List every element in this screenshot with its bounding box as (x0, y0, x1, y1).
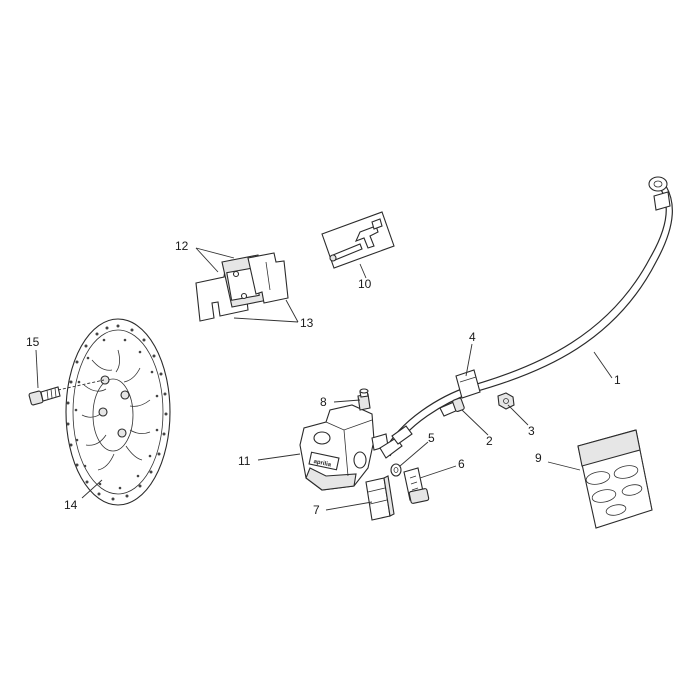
hose-guide-screw (439, 397, 465, 417)
disc-bolt (28, 379, 105, 406)
callout-4: 4 (469, 330, 476, 344)
bleed-valve (357, 388, 371, 411)
pad-kit-bag (577, 429, 653, 529)
callout-6: 6 (458, 457, 465, 471)
callout-5: 5 (428, 431, 435, 445)
hose-guide-clip (455, 369, 481, 399)
callout-15: 15 (26, 335, 40, 349)
callout-11: 11 (238, 454, 251, 468)
callout-3: 3 (528, 424, 535, 438)
brake-disc (65, 318, 171, 506)
banjo-bolt (403, 467, 430, 504)
pad-spring (365, 475, 395, 521)
callout-9: 9 (535, 451, 542, 465)
brake-pads (195, 252, 289, 322)
callout-8: 8 (320, 395, 327, 409)
callout-labels: 1 2 3 4 5 6 7 8 9 10 11 12 13 14 15 (26, 239, 621, 517)
callout-12: 12 (175, 239, 189, 253)
caliper-brand-text: aprilia (313, 459, 332, 469)
callout-7: 7 (313, 503, 320, 517)
hex-nut (497, 392, 515, 410)
callout-10: 10 (358, 277, 372, 291)
brake-hose (379, 176, 673, 459)
callout-1: 1 (614, 373, 621, 387)
leader-lines (35, 247, 613, 511)
callout-2: 2 (486, 434, 493, 448)
callout-14: 14 (64, 498, 78, 512)
copper-washer (390, 463, 402, 477)
pad-pin-kit (321, 211, 395, 269)
callout-13: 13 (300, 316, 314, 330)
brake-caliper: aprilia (299, 404, 389, 491)
